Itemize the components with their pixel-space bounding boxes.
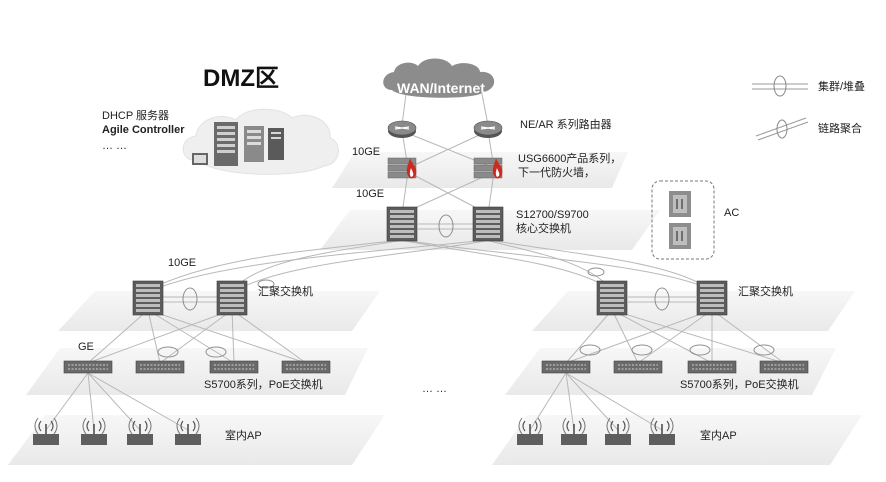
- left-aggregation-label: 汇聚交换机: [258, 286, 313, 298]
- aggregation-switch-icon: [596, 280, 628, 316]
- right-access-label: S5700系列，PoE交换机: [680, 379, 799, 391]
- ac-device-icon: [669, 191, 691, 217]
- link-10ge-left: 10GE: [168, 257, 197, 269]
- core-switch-icon: [472, 206, 504, 242]
- core-label-1: S12700/S9700: [516, 209, 589, 221]
- aggregation-markers: [157, 214, 775, 358]
- right-access-platform: [505, 348, 836, 395]
- legend-trunk-label: 链路聚合: [818, 123, 862, 135]
- dhcp-server-label: DHCP 服务器: [102, 110, 170, 122]
- firewall-label-1: USG6600产品系列，: [518, 153, 622, 165]
- link-10ge-mid: 10GE: [356, 188, 385, 200]
- legend-stack-icon: [752, 75, 808, 97]
- left-access-platform: [26, 348, 368, 395]
- firewall-icon: [473, 157, 503, 179]
- access-switch-icon: [209, 360, 259, 374]
- dhcp-server-icon: [214, 122, 238, 166]
- right-aggregation-label: 汇聚交换机: [738, 286, 793, 298]
- firewall-icon: [387, 157, 417, 179]
- aggregation-switch-icon: [216, 280, 248, 316]
- firewall-label-2: 下一代防火墙，: [518, 167, 595, 179]
- ac-device-icon: [669, 223, 691, 249]
- access-switch-icon: [687, 360, 737, 374]
- core-label-2: 核心交换机: [516, 223, 571, 235]
- access-switch-icon: [63, 360, 113, 374]
- link-10ge-top: 10GE: [352, 146, 381, 158]
- agile-controller-label: Agile Controller: [102, 124, 185, 136]
- left-access-label: S5700系列，PoE交换机: [204, 379, 323, 391]
- aggregation-switch-icon: [696, 280, 728, 316]
- aggregation-switch-icon: [132, 280, 164, 316]
- right-ap-label: 室内AP: [700, 430, 737, 442]
- ac-group: [651, 180, 715, 260]
- router-icon: [387, 120, 417, 139]
- access-switch-icon: [541, 360, 591, 374]
- core-switch-icon: [386, 206, 418, 242]
- access-switch-icon: [759, 360, 809, 374]
- access-switch-icon: [281, 360, 331, 374]
- right-ap-platform: [492, 415, 862, 465]
- ellipsis-label: … …: [422, 383, 448, 395]
- terminal-icon: [192, 153, 208, 165]
- access-switch-icon: [613, 360, 663, 374]
- ac-label: AC: [724, 207, 740, 219]
- router-icon: [473, 120, 503, 139]
- legend-trunk-icon: [755, 117, 809, 141]
- wan-cloud-icon: [383, 58, 495, 98]
- link-ge: GE: [78, 341, 94, 353]
- dmz-more-label: … …: [102, 140, 128, 152]
- controller-icon: [268, 128, 284, 160]
- wan-label: WAN/Internet: [397, 80, 485, 96]
- router-label: NE/AR 系列路由器: [520, 119, 612, 131]
- dmz-title: DMZ区: [203, 65, 279, 92]
- legend-stack-label: 集群/堆叠: [818, 81, 866, 93]
- access-switch-icon: [135, 360, 185, 374]
- left-ap-label: 室内AP: [225, 430, 262, 442]
- server-icon: [244, 126, 264, 162]
